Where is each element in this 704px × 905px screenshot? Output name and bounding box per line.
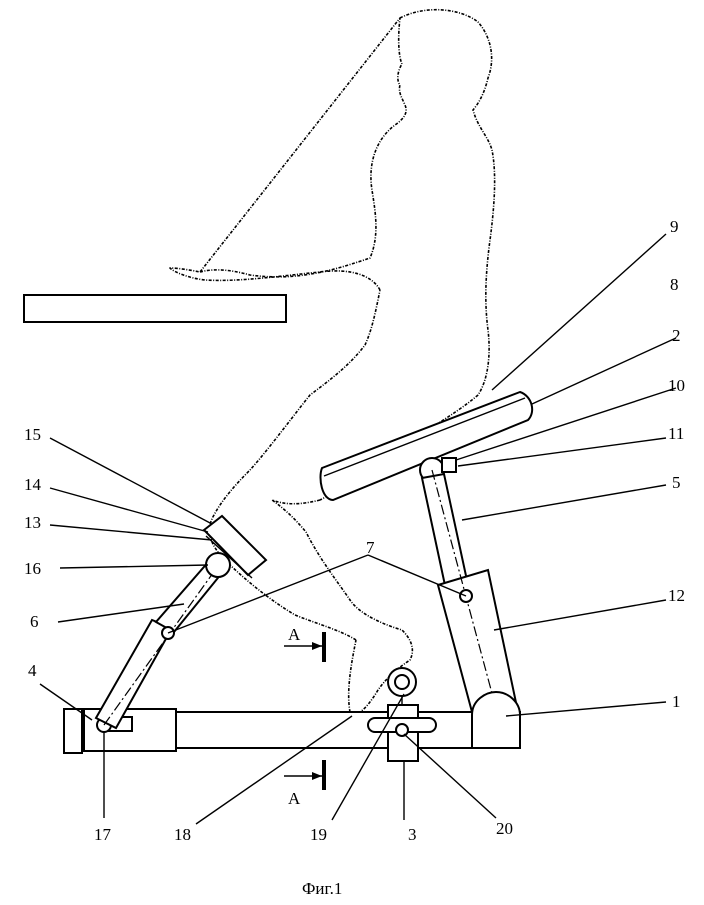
label-5: 5 [672, 473, 681, 492]
label-19: 19 [310, 825, 327, 844]
leader-lines [39, 233, 677, 825]
label-11: 11 [668, 424, 684, 443]
figure-caption: Фиг.1 [302, 879, 342, 898]
section-label-bottom: A [288, 789, 301, 808]
knee-pad-hinge [205, 552, 231, 578]
label-6: 6 [30, 612, 39, 631]
footrest-lock-pin [395, 723, 409, 737]
label-8: 8 [670, 275, 679, 294]
label-2: 2 [672, 326, 681, 345]
section-label-top: A [288, 625, 301, 644]
label-1: 1 [672, 692, 681, 711]
footrest-roller-inner [394, 674, 410, 690]
end-cap [63, 708, 83, 754]
label-17: 17 [94, 825, 112, 844]
seat-cushion [319, 390, 534, 502]
section-marker-top: A [284, 625, 326, 662]
desk-top [23, 294, 287, 323]
knee-pad [202, 514, 268, 577]
label-18: 18 [174, 825, 191, 844]
label-14: 14 [24, 475, 42, 494]
label-7: 7 [366, 538, 375, 557]
label-20: 20 [496, 819, 513, 838]
rear-upright-sleeve [436, 568, 520, 713]
rear-upright-inner [420, 472, 470, 592]
rear-end-cap [471, 690, 521, 749]
section-marker-bottom: A [284, 760, 326, 808]
seat-adjust-knob [441, 457, 457, 473]
label-16: 16 [24, 559, 41, 578]
label-15: 15 [24, 425, 41, 444]
label-3: 3 [408, 825, 417, 844]
label-13: 13 [24, 513, 41, 532]
label-12: 12 [668, 586, 685, 605]
label-4: 4 [28, 661, 37, 680]
label-9: 9 [670, 217, 679, 236]
label-10: 10 [668, 376, 685, 395]
